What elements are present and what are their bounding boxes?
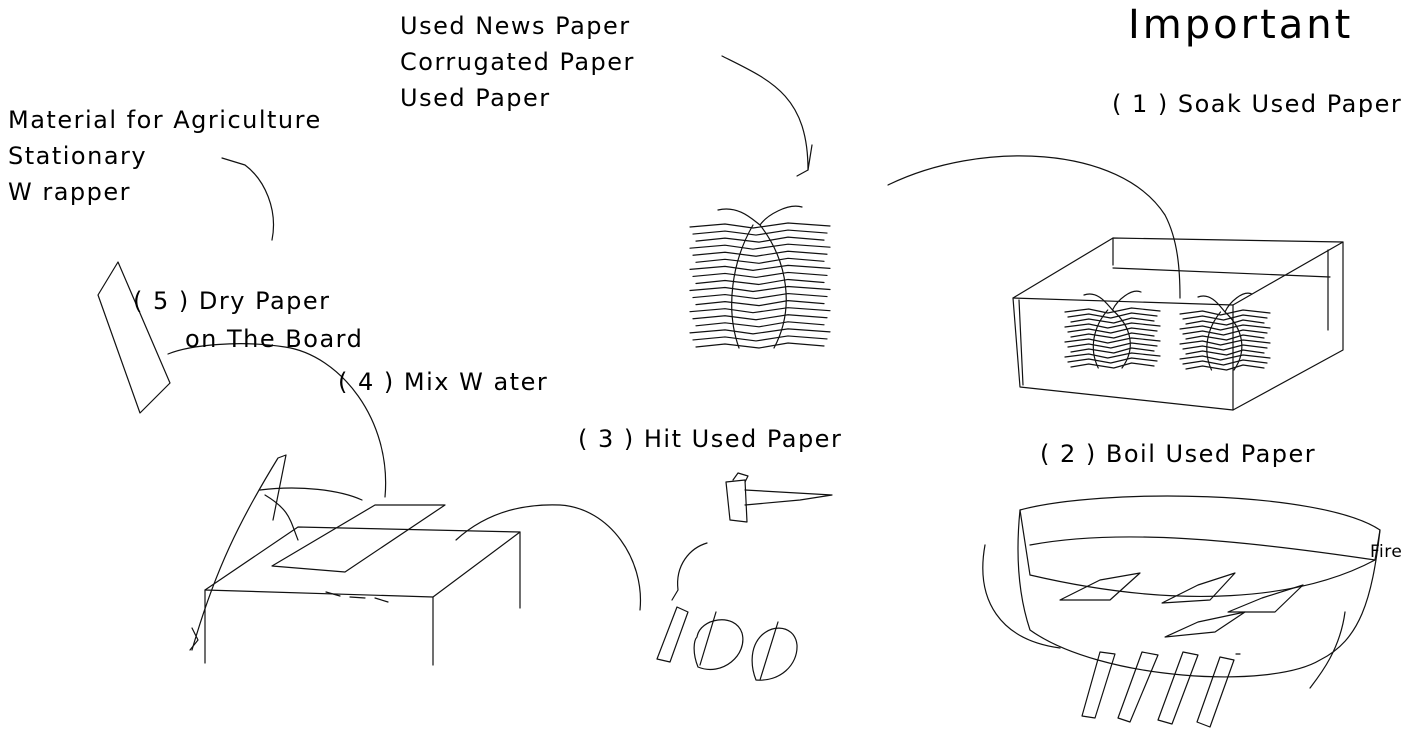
paper-sources-list: Used News Paper Corrugated Paper Used Pa…	[400, 8, 635, 116]
paper-sheet-line	[690, 287, 830, 292]
paper-sheet-line	[1065, 338, 1160, 343]
paper-sheet-line	[1071, 333, 1154, 338]
mallet	[726, 473, 832, 522]
boil-pot	[983, 496, 1380, 688]
paper-sheet-line	[1068, 313, 1157, 318]
step-2-label: ( 2 ) Boil Used Paper	[1040, 442, 1316, 466]
paper-sheet-line	[696, 237, 824, 242]
paper-sheet-line	[693, 272, 827, 277]
source-item: Corrugated Paper	[400, 44, 635, 80]
paper-sheet-line	[690, 329, 830, 334]
step-3-label: ( 3 ) Hit Used Paper	[578, 427, 842, 451]
paper-sheet-line	[696, 258, 824, 263]
paper-sheet-line	[1180, 325, 1270, 330]
arrow-mix-to-dry	[168, 344, 386, 497]
paper-sheet-line	[696, 343, 824, 348]
arrow-boil-to-hit	[672, 543, 707, 600]
paper-sheet-line	[1068, 343, 1157, 348]
paper-sheet-line	[693, 336, 827, 341]
paper-sheet-line	[693, 294, 827, 299]
paper-sheet-line	[693, 230, 827, 235]
paper-sheet-line	[1071, 363, 1154, 368]
mix-table	[190, 455, 520, 665]
paper-sheet-line	[1068, 358, 1157, 363]
paper-sheet-line	[1186, 320, 1264, 325]
step-5-label: ( 5 ) Dry Paper on The Board	[133, 282, 363, 358]
arrow-sources-head	[797, 145, 812, 176]
products-list: Material for Agriculture Stationary W ra…	[8, 102, 322, 210]
paper-sheet-line	[1183, 315, 1267, 320]
page-title: Important	[1128, 5, 1353, 45]
paper-sheet-line	[1180, 355, 1270, 360]
product-item: Stationary	[8, 138, 322, 174]
paper-sheet-line	[1186, 350, 1264, 355]
fire-label: Fire	[1370, 544, 1402, 561]
firewood	[1082, 652, 1234, 727]
paper-sheet-line	[690, 244, 830, 249]
paper-sheet-line	[696, 301, 824, 306]
arrow-hit-to-mix	[456, 505, 640, 610]
paper-sheet-line	[1183, 360, 1267, 365]
step-5-line-2: on The Board	[133, 320, 363, 358]
paper-sheet-line	[1071, 348, 1154, 353]
paper-sheet-line	[1186, 335, 1264, 340]
arrow-stack-to-soak	[888, 156, 1180, 298]
paper-sheet-line	[1065, 353, 1160, 358]
step-1-label: ( 1 ) Soak Used Paper	[1112, 92, 1402, 116]
paper-sheet-line	[1180, 340, 1270, 345]
paper-sheet-line	[696, 279, 824, 284]
arrow-sources-to-stack	[722, 56, 808, 170]
paper-sheet-line	[1183, 345, 1267, 350]
paper-sheet-line	[690, 308, 830, 313]
hit-paper-pieces	[657, 607, 797, 680]
step-4-label: ( 4 ) Mix W ater	[338, 370, 548, 394]
source-item: Used News Paper	[400, 8, 635, 44]
paper-sheet-line	[1065, 323, 1160, 328]
paper-sheet-line	[690, 265, 830, 270]
paper-sheet-line	[1071, 318, 1154, 323]
paper-sheet-line	[1186, 365, 1264, 370]
paper-sheet-line	[1183, 330, 1267, 335]
paper-sheet-line	[693, 251, 827, 256]
paper-sheet-line	[1068, 328, 1157, 333]
step-5-line-1: ( 5 ) Dry Paper	[133, 282, 363, 320]
product-item: Material for Agriculture	[8, 102, 322, 138]
paper-sheet-line	[693, 315, 827, 320]
paper-sheet-line	[696, 322, 824, 327]
source-item: Used Paper	[400, 80, 635, 116]
paper-stack	[690, 206, 830, 348]
product-item: W rapper	[8, 174, 322, 210]
